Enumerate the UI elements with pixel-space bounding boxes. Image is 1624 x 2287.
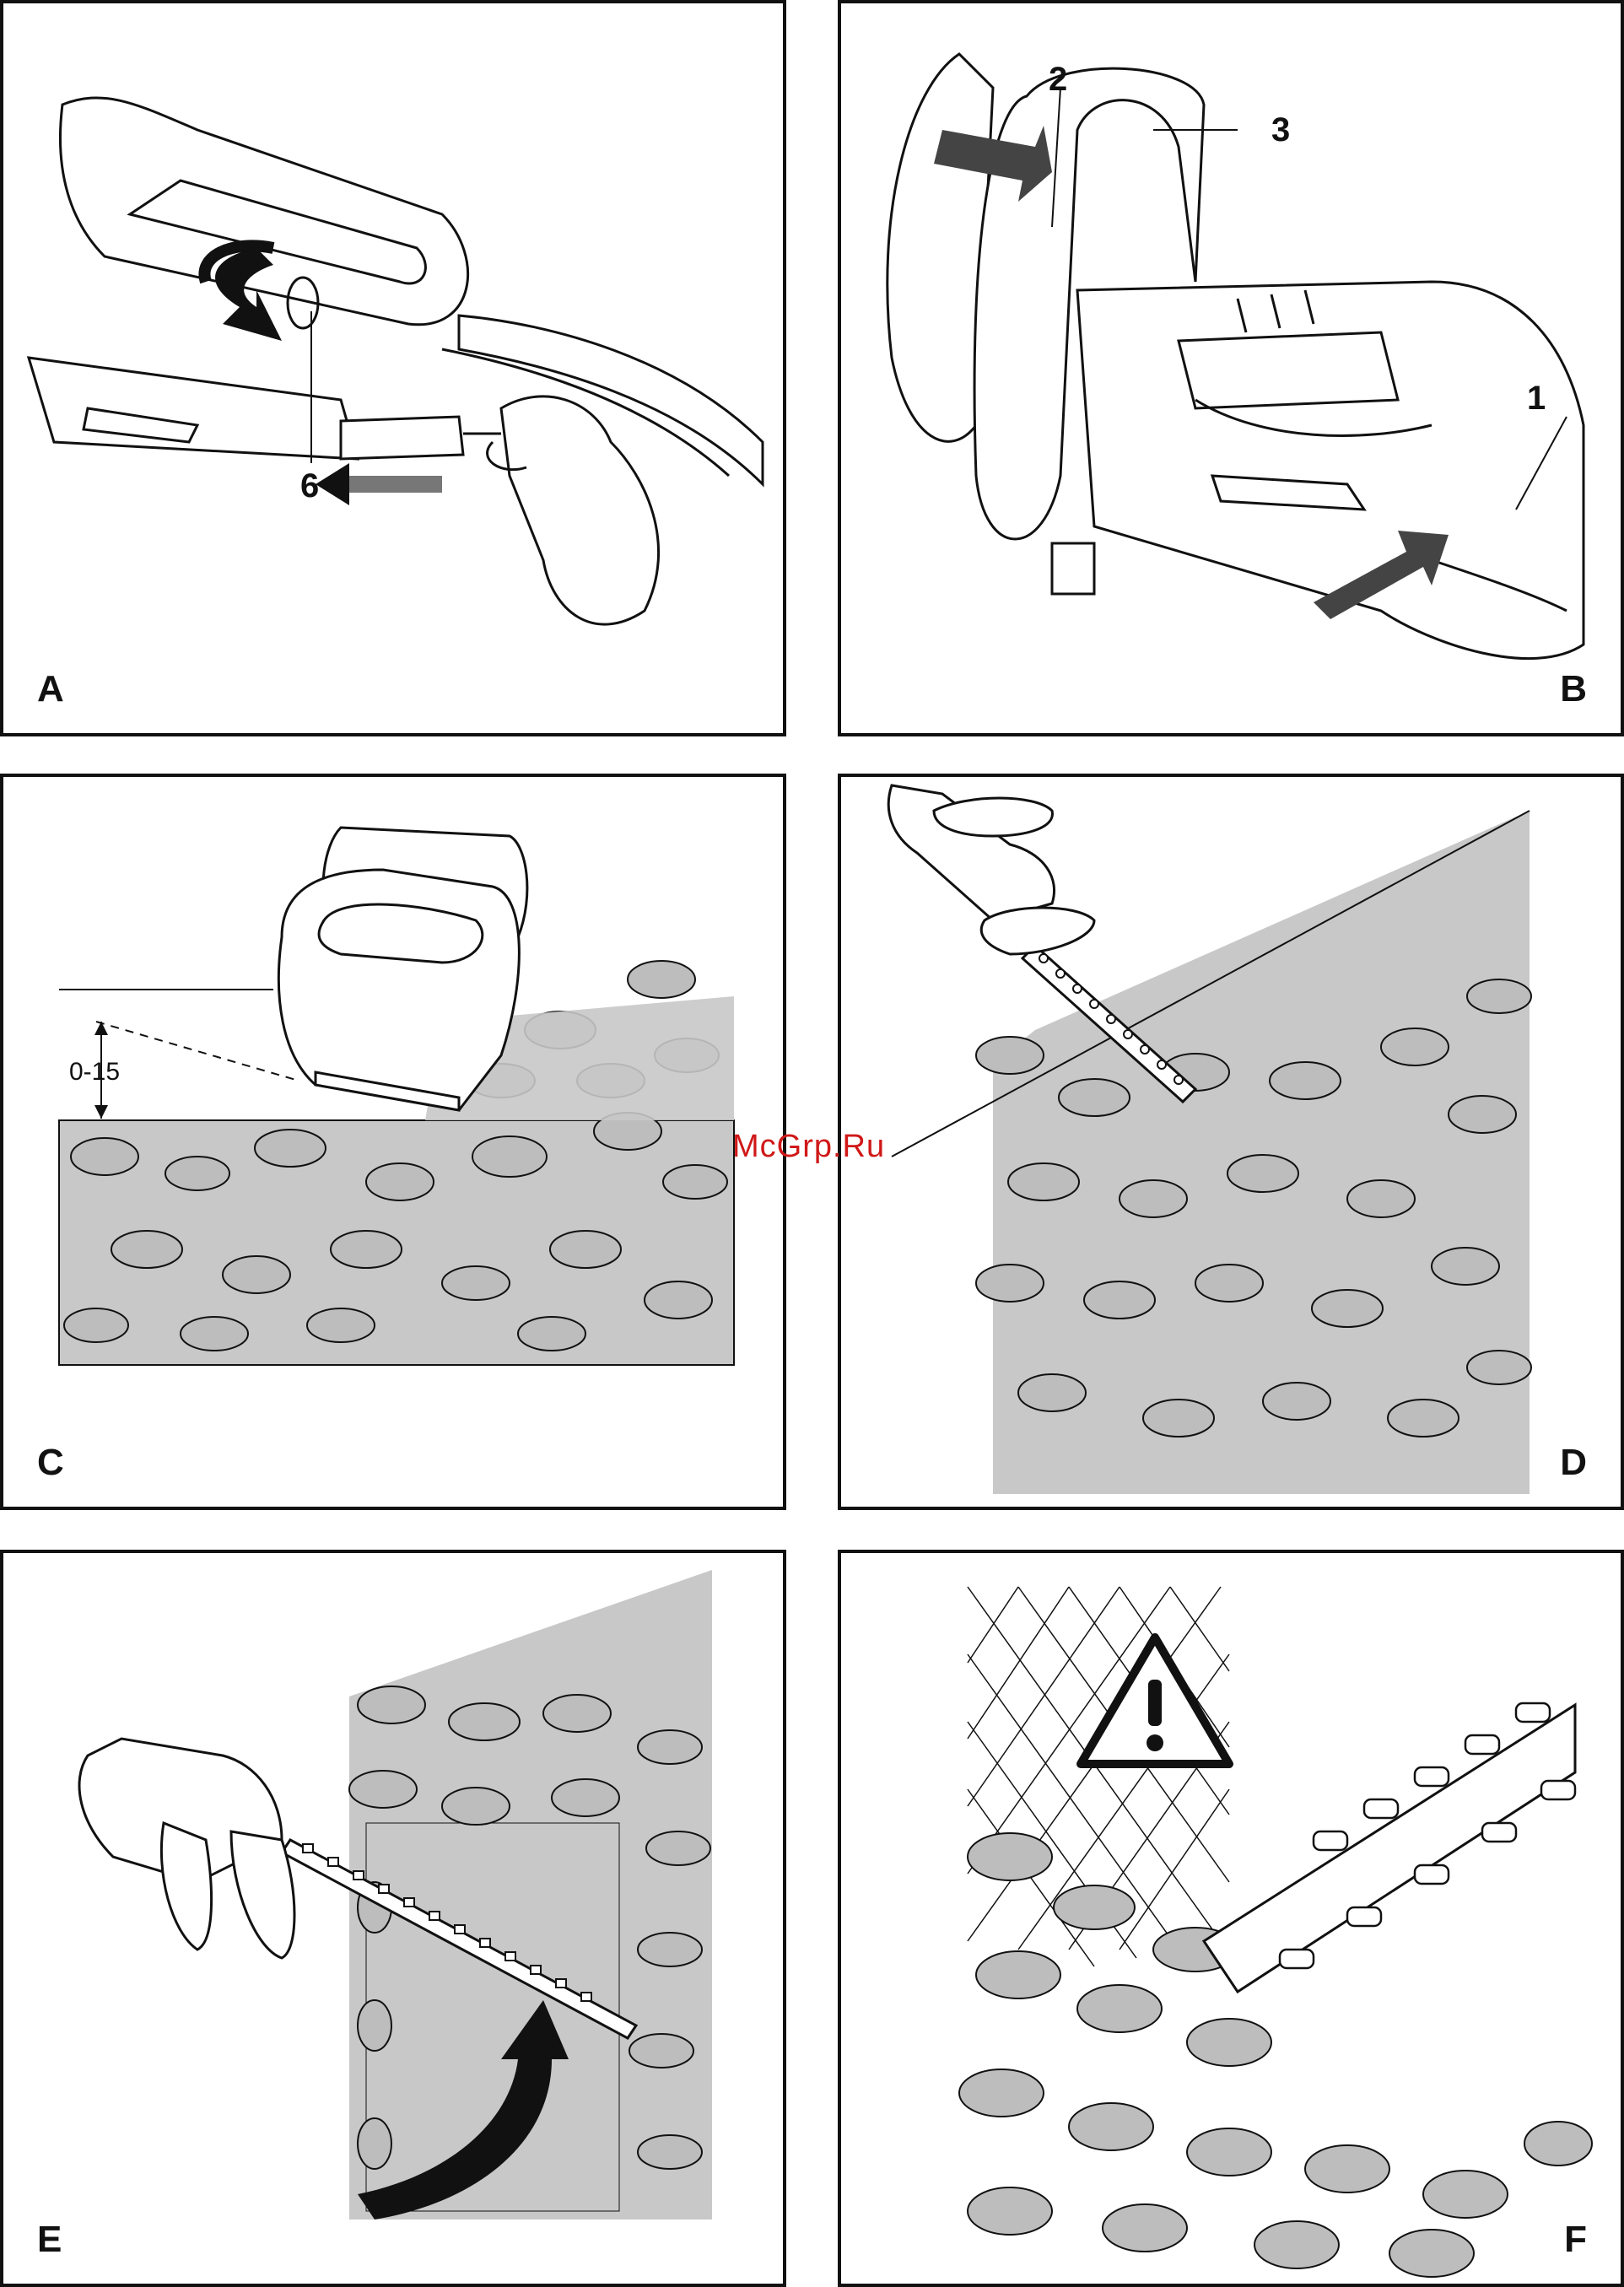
panel-a: 6 A [0, 0, 786, 736]
panel-c: 0-15 C [0, 774, 786, 1510]
panel-b: 2 3 1 B [838, 0, 1624, 736]
watermark-text: McGrp.Ru [732, 1129, 885, 1165]
dimension-label: 0-15 [69, 1058, 120, 1087]
panel-b-illustration [841, 3, 1624, 736]
panel-letter-b: B [1560, 671, 1587, 708]
callout-1: 1 [1527, 381, 1546, 415]
panel-letter-e: E [37, 2221, 62, 2258]
panel-f: F [838, 1550, 1624, 2287]
panel-letter-c: C [37, 1444, 64, 1481]
panel-e-illustration [3, 1553, 786, 2287]
callout-6: 6 [300, 469, 319, 503]
panel-d-illustration [841, 777, 1624, 1510]
panel-letter-f: F [1564, 2221, 1587, 2258]
panel-d: D [838, 774, 1624, 1510]
callout-2: 2 [1049, 62, 1067, 96]
panel-letter-d: D [1560, 1444, 1587, 1481]
panel-letter-a: A [37, 671, 64, 708]
panel-c-illustration [3, 777, 786, 1510]
callout-3: 3 [1271, 113, 1290, 147]
panel-f-illustration [841, 1553, 1624, 2287]
panel-a-illustration [3, 3, 786, 736]
panel-e: E [0, 1550, 786, 2287]
warning-triangle-icon [1081, 1637, 1229, 1764]
